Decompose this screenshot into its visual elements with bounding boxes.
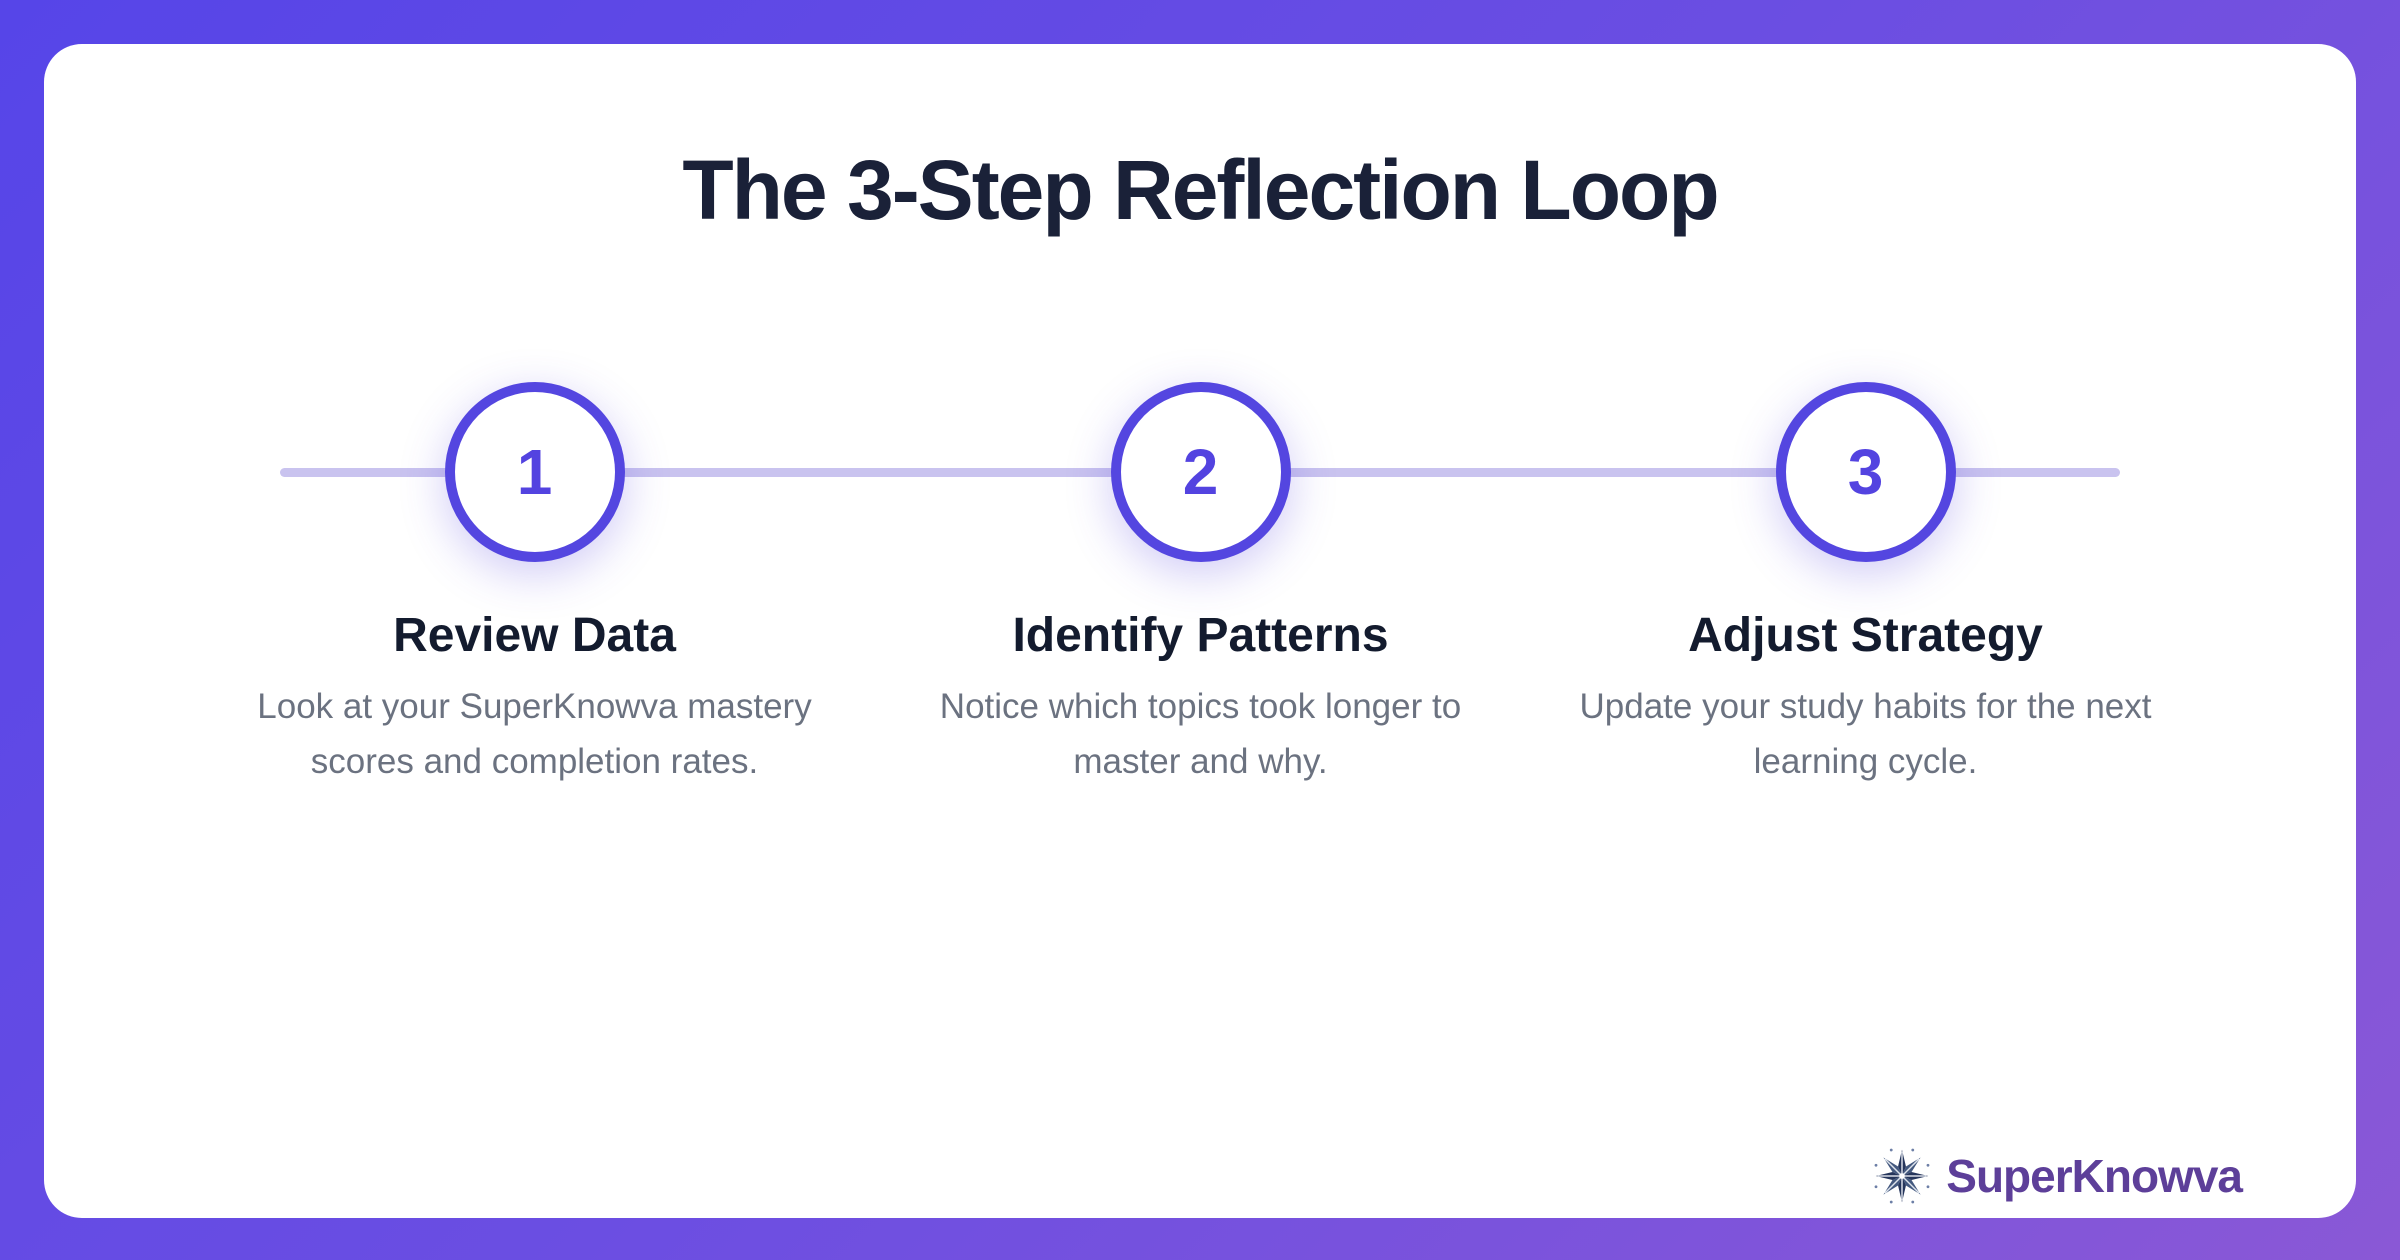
page-title: The 3-Step Reflection Loop [682, 143, 1719, 237]
step-3-description: Update your study habits for the next le… [1579, 687, 2152, 782]
step-3-title: Adjust Strategy [1688, 609, 2043, 662]
step-1: 1 Review Data Look at your SuperKnowva m… [202, 382, 867, 790]
step-2: 2 Identify Patterns Notice which topics … [868, 382, 1533, 790]
brand-logo: SuperKnowva [1872, 1146, 2243, 1206]
step-3: 3 Adjust Strategy Update your study habi… [1533, 382, 2198, 790]
starburst-icon [1874, 1148, 1930, 1204]
step-1-description: Look at your SuperKnowva mastery scores … [257, 687, 812, 782]
step-2-number: 2 [1182, 436, 1219, 508]
step-1-number-circle: 1 [444, 382, 625, 562]
step-2-title: Identify Patterns [1012, 609, 1389, 662]
step-2-description: Notice which topics took longer to maste… [939, 687, 1462, 782]
brand-name: SuperKnowva [1946, 1150, 2243, 1202]
step-1-title: Review Data [393, 609, 676, 662]
step-3-number-circle: 3 [1775, 382, 1956, 562]
content-card: The 3-Step Reflection Loop 1 Review Data… [44, 44, 2356, 1218]
step-1-number: 1 [516, 436, 553, 508]
step-3-number: 3 [1847, 436, 1884, 508]
step-2-number-circle: 2 [1110, 382, 1291, 562]
